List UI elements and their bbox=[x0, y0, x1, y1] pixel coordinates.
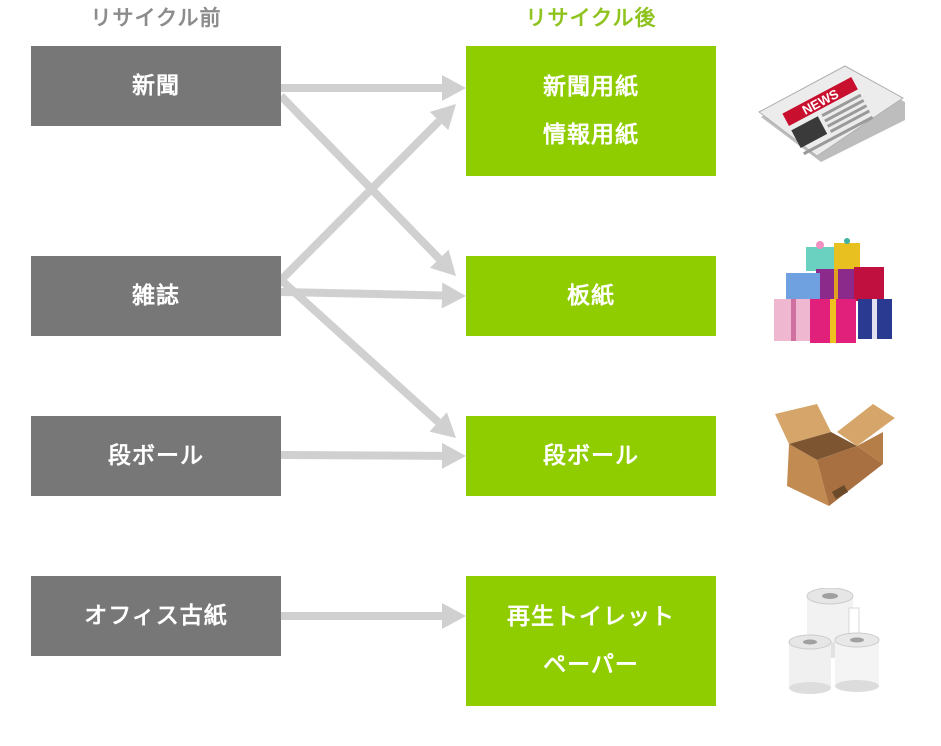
source-label: 新聞 bbox=[132, 73, 180, 99]
source-label: 段ボール bbox=[108, 443, 204, 469]
source-box-office-paper: オフィス古紙 bbox=[31, 576, 281, 656]
target-label-line: 情報用紙 bbox=[543, 122, 639, 148]
flow-arrow-shaft bbox=[278, 277, 441, 425]
cardboard-box-icon bbox=[775, 404, 895, 506]
target-box-newsprint-info-paper: 新聞用紙 情報用紙 bbox=[466, 46, 716, 176]
target-box-recycled-toilet-paper: 再生トイレット ペーパー bbox=[466, 576, 716, 706]
gift-boxes-icon bbox=[774, 238, 892, 343]
target-label-line: 板紙 bbox=[567, 283, 615, 309]
flow-arrow-head bbox=[441, 282, 466, 309]
newspaper-icon: NEWS bbox=[758, 65, 905, 162]
flow-arrow-head bbox=[429, 104, 456, 131]
source-label: 雑誌 bbox=[132, 283, 180, 309]
source-box-newspaper: 新聞 bbox=[31, 46, 281, 126]
source-label: オフィス古紙 bbox=[84, 603, 228, 629]
target-box-paperboard: 板紙 bbox=[466, 256, 716, 336]
flow-arrow-head bbox=[442, 75, 466, 101]
header-before-recycling: リサイクル前 bbox=[90, 6, 222, 30]
toilet-paper-icon bbox=[788, 588, 880, 694]
flow-arrow-head bbox=[441, 442, 466, 469]
flow-arrow-head bbox=[429, 249, 456, 276]
target-label-line: ペーパー bbox=[543, 652, 639, 678]
target-label-line: 段ボール bbox=[543, 443, 639, 469]
flow-arrow-shaft bbox=[278, 93, 443, 262]
flow-arrow-shaft bbox=[278, 118, 442, 283]
source-box-magazine: 雑誌 bbox=[31, 256, 281, 336]
flow-arrow-head bbox=[442, 603, 466, 629]
target-box-cardboard: 段ボール bbox=[466, 416, 716, 496]
flow-arrow-shaft bbox=[280, 288, 443, 300]
header-after-recycling: リサイクル後 bbox=[525, 6, 657, 30]
flow-arrow-shaft bbox=[280, 451, 443, 460]
target-label-line: 再生トイレット bbox=[507, 604, 675, 630]
target-label-line: 新聞用紙 bbox=[543, 74, 639, 100]
flow-arrow-head bbox=[429, 412, 456, 438]
source-box-cardboard: 段ボール bbox=[31, 416, 281, 496]
